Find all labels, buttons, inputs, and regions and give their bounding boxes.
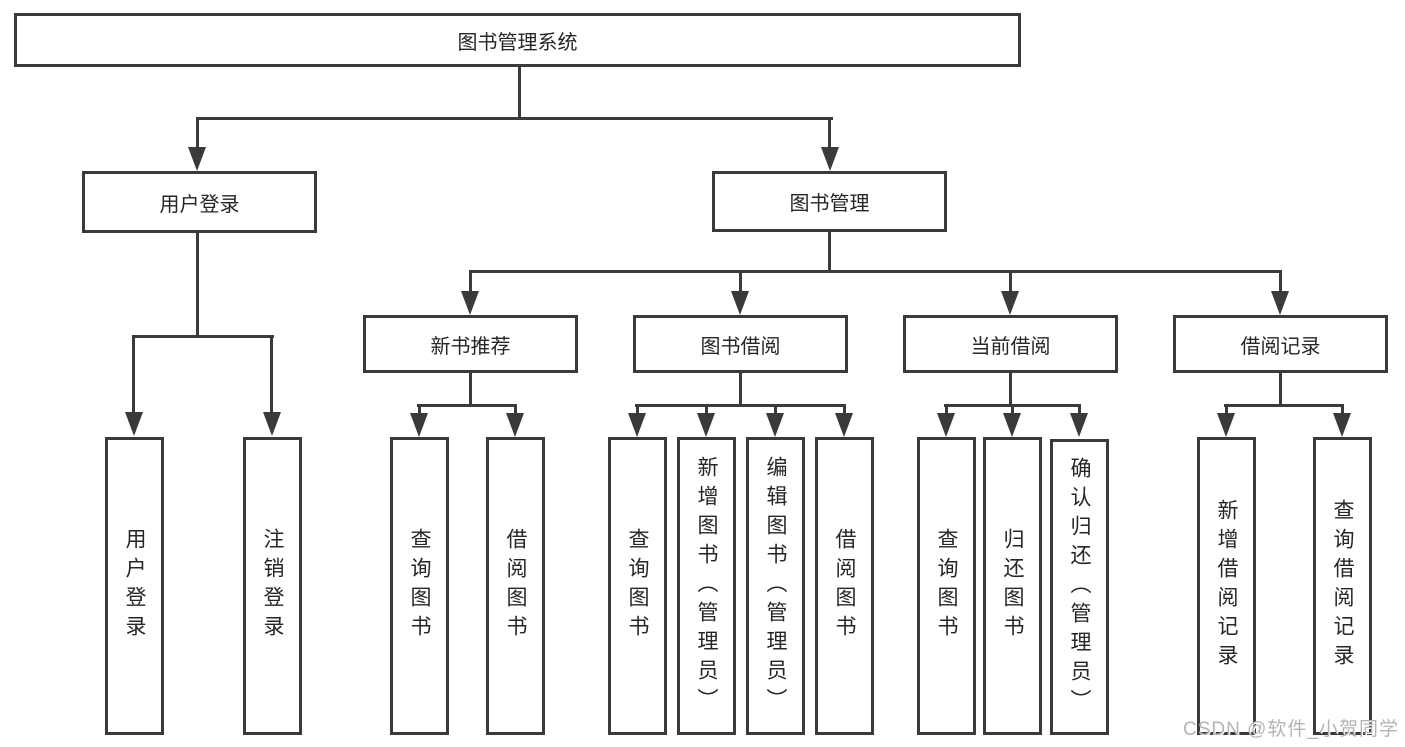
- node-label: 用户登录: [159, 193, 240, 216]
- leaf-user-login: 用户登录: [105, 437, 164, 735]
- arrowhead-down-icon: [188, 147, 206, 171]
- connector: [774, 404, 777, 416]
- connector: [1341, 404, 1344, 416]
- leaf-query-borrow-record: 查询借阅记录: [1313, 437, 1372, 735]
- connector: [1009, 270, 1012, 293]
- arrowhead-down-icon: [125, 412, 143, 436]
- arrowhead-down-icon: [731, 291, 749, 315]
- node-book-borrowing: 图书借阅: [633, 315, 848, 373]
- connector: [132, 335, 274, 338]
- arrowhead-down-icon: [461, 291, 479, 315]
- node-label: 归还图书: [1001, 528, 1024, 644]
- connector: [1225, 404, 1228, 416]
- connector: [739, 371, 742, 407]
- connector: [417, 404, 517, 407]
- node-label: 图书管理系统: [457, 31, 578, 54]
- node-label: 新增借阅记录: [1215, 499, 1238, 673]
- node-label: 用户登录: [123, 528, 146, 644]
- node-label: 查询图书: [408, 528, 431, 644]
- node-label: 查询图书: [935, 528, 958, 644]
- connector: [705, 404, 708, 416]
- leaf-query-books: 查询图书: [917, 437, 976, 735]
- arrowhead-down-icon: [937, 413, 955, 437]
- arrowhead-down-icon: [835, 413, 853, 437]
- leaf-return-books: 归还图书: [983, 437, 1042, 735]
- connector: [636, 404, 639, 416]
- arrowhead-down-icon: [766, 413, 784, 437]
- connector: [418, 404, 421, 416]
- connector: [469, 270, 1282, 273]
- node-user-login: 用户登录: [82, 171, 317, 233]
- connector: [945, 404, 948, 416]
- arrowhead-down-icon: [1001, 291, 1019, 315]
- node-label: 查询图书: [626, 528, 649, 644]
- node-label: 当前借阅: [970, 335, 1051, 358]
- connector: [828, 232, 831, 273]
- connector: [843, 404, 846, 416]
- arrowhead-down-icon: [1271, 291, 1289, 315]
- connector: [1009, 371, 1012, 407]
- node-new-book-recommendation: 新书推荐: [363, 315, 578, 373]
- leaf-edit-book-admin: 编辑图书（管理员）: [746, 437, 805, 735]
- watermark-text: CSDN @软件_小贺同学: [1183, 719, 1399, 740]
- connector: [469, 270, 472, 293]
- node-borrowing-records: 借阅记录: [1173, 315, 1388, 373]
- node-library-system: 图书管理系统: [14, 13, 1021, 67]
- node-label: 编辑图书（管理员）: [764, 455, 787, 717]
- arrowhead-down-icon: [506, 413, 524, 437]
- connector: [196, 233, 199, 337]
- arrowhead-down-icon: [1333, 413, 1351, 437]
- arrowhead-down-icon: [1003, 413, 1021, 437]
- connector: [1078, 404, 1081, 416]
- connector: [270, 335, 273, 415]
- node-label: 注销登录: [261, 528, 284, 644]
- leaf-borrow-books: 借阅图书: [815, 437, 874, 735]
- connector: [1011, 404, 1014, 416]
- connector: [828, 117, 831, 150]
- arrowhead-down-icon: [821, 147, 839, 171]
- connector: [196, 117, 833, 120]
- node-label: 图书借阅: [700, 335, 781, 358]
- node-label: 借阅图书: [504, 528, 527, 644]
- arrowhead-down-icon: [263, 412, 281, 436]
- leaf-add-borrow-record: 新增借阅记录: [1197, 437, 1256, 735]
- node-label: 确认归还（管理员）: [1068, 456, 1091, 718]
- node-label: 借阅记录: [1240, 335, 1321, 358]
- connector: [739, 270, 742, 293]
- node-label: 新书推荐: [430, 335, 511, 358]
- connector: [518, 66, 521, 118]
- node-label: 借阅图书: [833, 528, 856, 644]
- arrowhead-down-icon: [410, 413, 428, 437]
- leaf-query-books: 查询图书: [608, 437, 667, 735]
- leaf-query-books: 查询图书: [390, 437, 449, 735]
- connector: [196, 117, 199, 150]
- connector: [1224, 404, 1344, 407]
- connector: [469, 371, 472, 407]
- node-label: 图书管理: [789, 193, 870, 215]
- connector: [1279, 371, 1282, 407]
- leaf-borrow-books: 借阅图书: [486, 437, 545, 735]
- connector: [635, 404, 846, 407]
- node-book-management: 图书管理: [712, 171, 947, 232]
- leaf-confirm-return-admin: 确认归还（管理员）: [1050, 439, 1109, 735]
- connector: [514, 404, 517, 416]
- arrowhead-down-icon: [1070, 413, 1088, 437]
- arrowhead-down-icon: [628, 413, 646, 437]
- leaf-logout: 注销登录: [243, 437, 302, 735]
- leaf-add-book-admin: 新增图书（管理员）: [677, 437, 736, 735]
- arrowhead-down-icon: [697, 413, 715, 437]
- node-label: 新增图书（管理员）: [695, 455, 718, 717]
- node-label: 查询借阅记录: [1331, 499, 1354, 673]
- node-current-borrowing: 当前借阅: [903, 315, 1118, 373]
- connector: [132, 335, 135, 415]
- connector: [1279, 270, 1282, 293]
- arrowhead-down-icon: [1217, 413, 1235, 437]
